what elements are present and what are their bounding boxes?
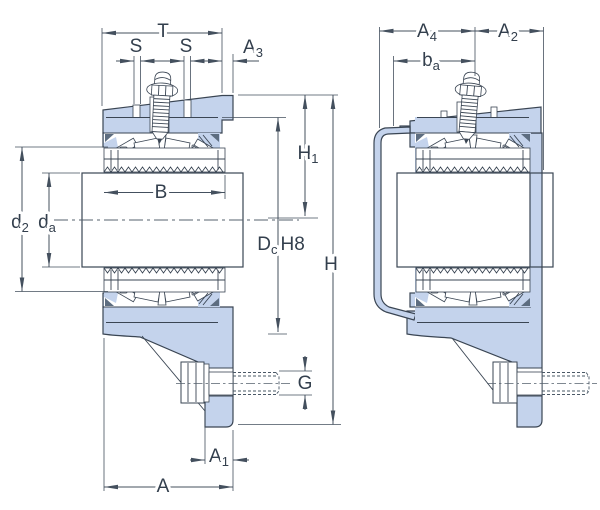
dim-label-d2: d2: [11, 212, 29, 235]
bolt-washer: [203, 363, 210, 403]
dimension-S-left: S: [116, 33, 145, 104]
dim-label-S1: S: [130, 36, 143, 57]
dimension-d2: d2: [8, 146, 108, 292]
dim-label-A2: A2: [498, 21, 518, 44]
sleeve-thread-serration: [415, 267, 529, 274]
dimension-T: T: [101, 18, 223, 106]
dimension-H1: H1: [238, 94, 338, 219]
bolt-head: [492, 361, 518, 404]
dimension-H: H: [238, 95, 341, 425]
dimension-A: A: [103, 338, 233, 500]
right-view: [373, 70, 597, 428]
dimension-G: G: [279, 356, 315, 410]
housing-lower-body: [406, 132, 543, 428]
dim-label-H: H: [324, 254, 338, 275]
dimension-A2: A2: [475, 18, 544, 170]
left-view: [54, 70, 299, 428]
shaft: [396, 172, 554, 268]
dim-label-H1: H1: [298, 143, 319, 166]
bolt-thread-hidden: [233, 372, 280, 395]
flange-cone-line: [451, 337, 501, 400]
dim-label-T: T: [157, 21, 169, 42]
dim-label-A1: A1: [209, 446, 229, 469]
dimension-S-right: S: [140, 33, 208, 99]
inner-ring-sleeve-top: [415, 147, 531, 173]
dim-label-G: G: [298, 373, 313, 394]
dimension-A3: A3: [208, 34, 266, 93]
dim-label-S2: S: [180, 36, 193, 57]
sleeve-thread-serration: [415, 166, 529, 173]
dim-label-A3: A3: [243, 37, 263, 60]
sleeve-thread-serration: [103, 166, 224, 173]
dimension-A4: A4: [379, 18, 476, 128]
sleeve-thread-serration: [103, 267, 224, 274]
bolt-head: [180, 361, 205, 404]
dim-label-B: B: [155, 182, 168, 203]
dimension-A1: A1: [190, 406, 249, 491]
dimension-B: B: [104, 175, 226, 206]
cover-plate: [373, 126, 417, 321]
dim-label-ba: ba: [422, 50, 441, 73]
dim-label-da: da: [38, 212, 57, 235]
dim-label-A4: A4: [417, 21, 437, 44]
dim-label-A: A: [157, 476, 170, 497]
